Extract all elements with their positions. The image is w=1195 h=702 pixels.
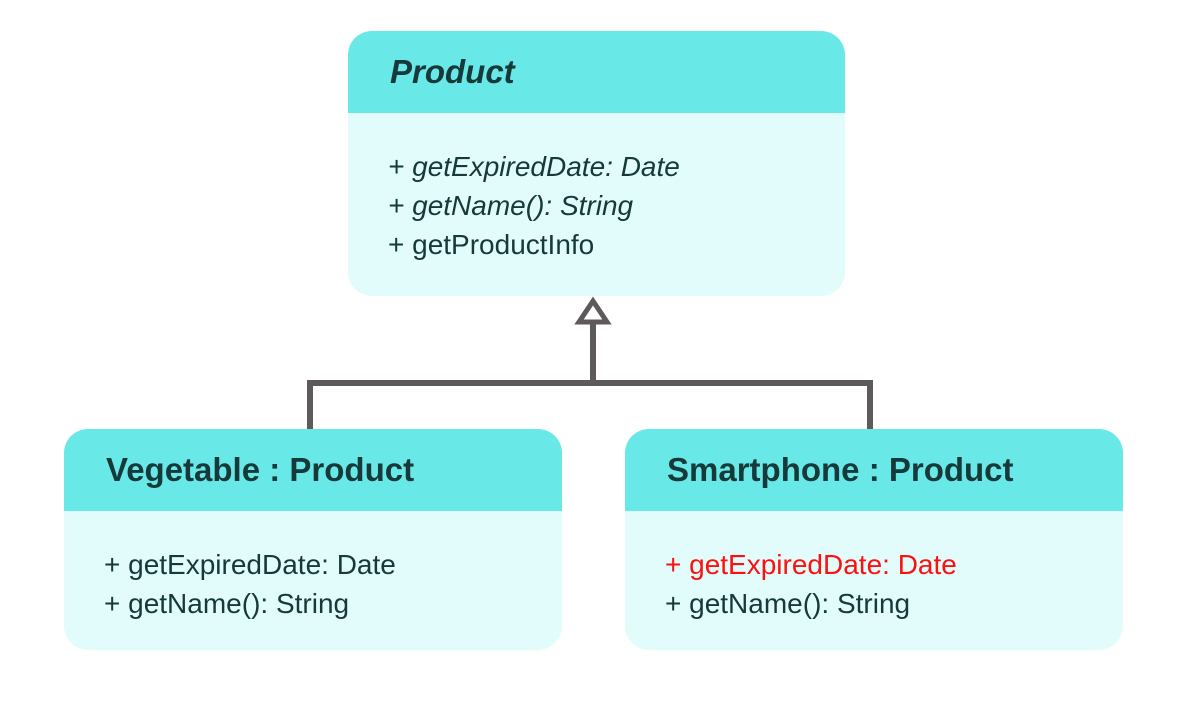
class-vegetable-methods: + getExpiredDate: Date + getName(): Stri… bbox=[64, 511, 562, 623]
connector-line-smartphone bbox=[593, 380, 873, 429]
class-smartphone-methods: + getExpiredDate: Date + getName(): Stri… bbox=[625, 511, 1123, 623]
method-get-name: + getName(): String bbox=[388, 190, 634, 221]
class-smartphone-header: Smartphone : Product bbox=[625, 429, 1123, 511]
connector-line-vegetable bbox=[307, 380, 593, 429]
method-get-expired-date: + getExpiredDate: Date bbox=[388, 151, 680, 182]
method-get-product-info: + getProductInfo bbox=[388, 229, 595, 260]
class-vegetable-title: Vegetable : Product bbox=[106, 451, 415, 488]
method-get-expired-date: + getExpiredDate: Date bbox=[665, 549, 957, 580]
class-product-methods: + getExpiredDate: Date + getName(): Stri… bbox=[348, 113, 845, 264]
class-product: Product + getExpiredDate: Date + getName… bbox=[348, 31, 845, 296]
inheritance-arrow-icon bbox=[574, 296, 612, 325]
class-smartphone: Smartphone : Product + getExpiredDate: D… bbox=[625, 429, 1123, 650]
class-product-title: Product bbox=[390, 53, 515, 90]
method-get-name: + getName(): String bbox=[665, 588, 911, 619]
class-product-header: Product bbox=[348, 31, 845, 113]
method-get-expired-date: + getExpiredDate: Date bbox=[104, 549, 396, 580]
method-get-name: + getName(): String bbox=[104, 588, 350, 619]
class-vegetable: Vegetable : Product + getExpiredDate: Da… bbox=[64, 429, 562, 650]
class-vegetable-header: Vegetable : Product bbox=[64, 429, 562, 511]
class-smartphone-title: Smartphone : Product bbox=[667, 451, 1014, 488]
